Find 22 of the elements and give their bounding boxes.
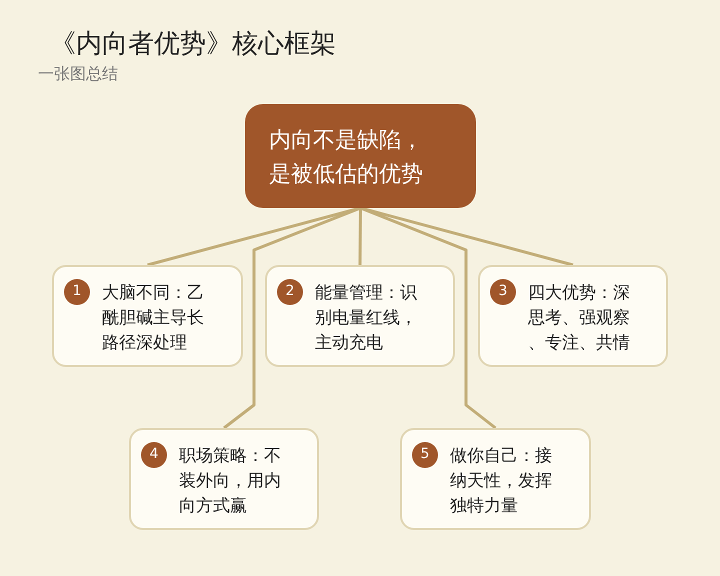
- connector-line: [360, 206, 496, 430]
- point-card: [400, 428, 591, 530]
- connector-line: [223, 206, 362, 430]
- number-badge: 2: [277, 279, 303, 305]
- point-text: 四大优势：深思考、强观察、专注、共情: [528, 282, 631, 355]
- point-card: [265, 265, 455, 367]
- subtitle: 一张图总结: [38, 64, 118, 85]
- number-badge: 3: [490, 279, 516, 305]
- number-badge: 1: [64, 279, 90, 305]
- point-text: 职场策略：不装外向，用内向方式赢: [179, 445, 282, 518]
- point-text: 能量管理：识别电量红线，主动充电: [315, 282, 418, 355]
- point-text: 大脑不同：乙酰胆碱主导长路径深处理: [102, 282, 205, 355]
- point-card: [129, 428, 319, 530]
- central-text: 内向不是缺陷，是被低估的优势: [269, 127, 424, 189]
- point-card: [478, 265, 668, 367]
- point-card: [52, 265, 243, 367]
- title: 《内向者优势》核心框架: [50, 28, 336, 61]
- number-badge: 5: [412, 442, 438, 468]
- central-box: [245, 104, 476, 208]
- point-text: 做你自己：接纳天性，发挥独特力量: [450, 445, 553, 518]
- number-badge: 4: [141, 442, 167, 468]
- connector-line: [358, 208, 362, 266]
